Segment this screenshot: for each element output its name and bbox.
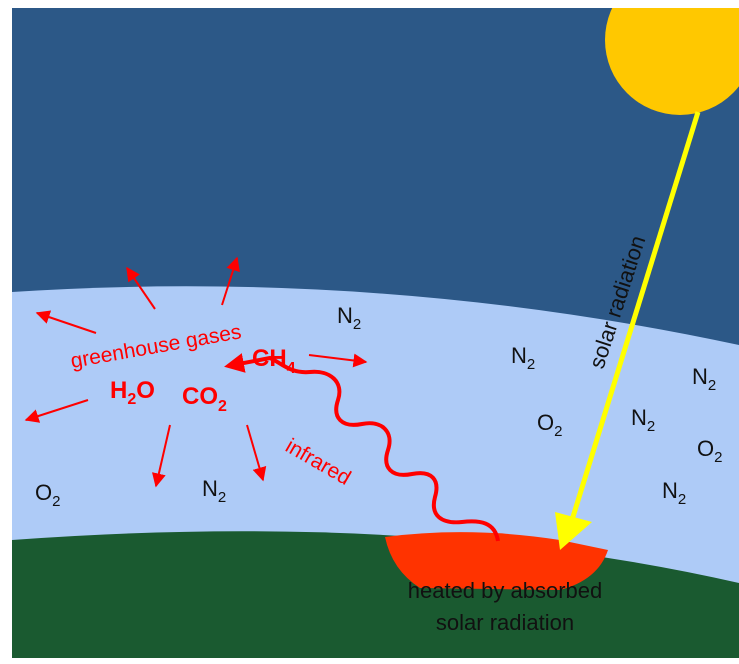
heated-patch (385, 532, 608, 590)
emission-arrow (126, 266, 156, 310)
sun-icon (605, 0, 739, 115)
molecule-n2: N2 (662, 478, 686, 508)
frame-left (0, 0, 12, 664)
solar-ray-arrowhead (555, 512, 592, 550)
molecule-o2: O2 (35, 480, 60, 510)
solar-ray-line (569, 111, 701, 521)
emission-arrow (151, 424, 171, 488)
molecule-o2: O2 (537, 410, 562, 440)
molecule-n2: N2 (631, 405, 655, 435)
molecule-h2o: H2O (110, 377, 155, 408)
molecule-co2: CO2 (182, 383, 227, 415)
emission-arrow (246, 424, 267, 482)
heated-label-line2: solar radiation (436, 610, 574, 635)
molecule-n2: N2 (337, 303, 361, 333)
frame-bottom (0, 658, 739, 664)
molecule-n2: N2 (202, 476, 226, 506)
molecule-ch4: CH4 (252, 345, 296, 377)
molecule-n2: N2 (692, 364, 716, 394)
infrared-wave-arrow (224, 353, 500, 542)
frame-top (0, 0, 739, 8)
heated-label-line1: heated by absorbed (408, 578, 603, 603)
emission-arrow (24, 399, 89, 423)
emission-arrow (35, 310, 97, 334)
molecule-o2: O2 (697, 436, 722, 466)
emission-arrow (308, 353, 368, 368)
molecule-n2: N2 (511, 343, 535, 373)
emission-arrow (221, 256, 240, 306)
